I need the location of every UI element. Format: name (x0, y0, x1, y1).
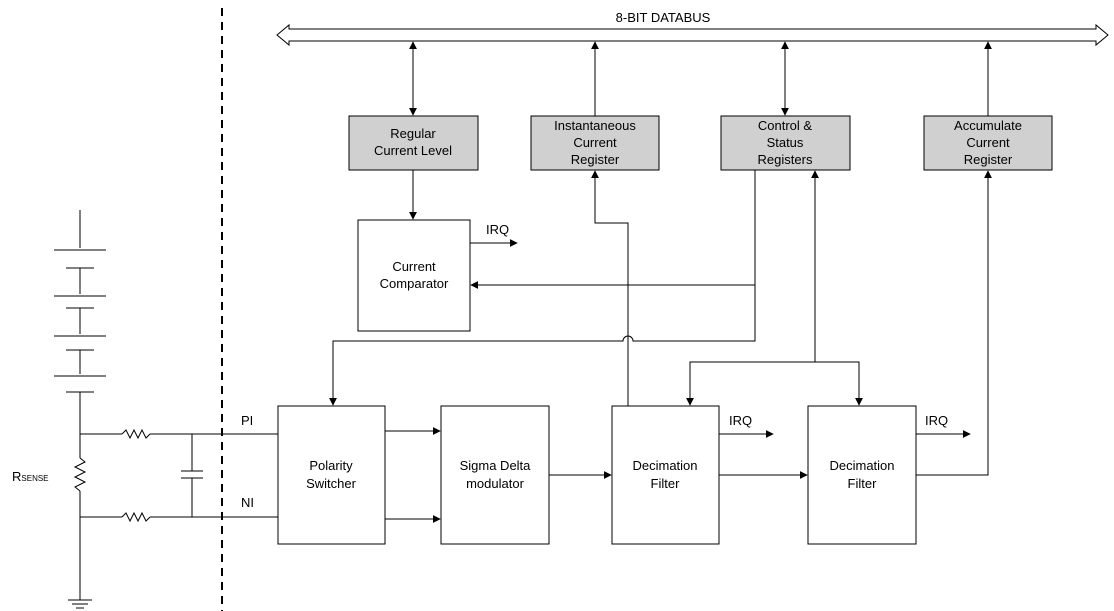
regular-current-level-label-line1: Regular (390, 126, 436, 141)
rsense-main: R (12, 469, 21, 484)
sigma-delta-modulator-block: Sigma Delta modulator (440, 405, 550, 545)
rsense-subscript: SENSE (21, 474, 48, 483)
databus: 8-BIT DATABUS (276, 10, 1109, 47)
sigma-delta-label-line2: modulator (466, 476, 524, 491)
filter2-irq-label: IRQ (925, 413, 948, 428)
regular-current-level-label-line2: Current Level (374, 143, 452, 158)
current-comparator-label-line2: Comparator (380, 276, 449, 291)
decimation-filter-1-block: Decimation Filter (611, 405, 720, 545)
instantaneous-label-line2: Current (573, 135, 617, 150)
ni-input-filter (80, 511, 278, 523)
control-status-label-line1: Control & (758, 118, 813, 133)
regular-current-level-block: Regular Current Level (348, 115, 479, 171)
control-status-registers-block: Control & Status Registers (720, 115, 851, 171)
pi-label: PI (241, 413, 253, 428)
control-status-label-line3: Registers (758, 152, 813, 167)
decimation-filter-1-label-line2: Filter (651, 476, 681, 491)
accumulate-current-register-block: Accumulate Current Register (923, 115, 1053, 171)
accumulate-label-line2: Current (966, 135, 1010, 150)
decimation-filter-2-label-line1: Decimation (829, 458, 894, 473)
polarity-switcher-label-line1: Polarity (309, 458, 353, 473)
accumulate-label-line3: Register (964, 152, 1013, 167)
databus-arrow (276, 23, 1109, 47)
decimation-filter-2-block: Decimation Filter (807, 405, 917, 545)
ground-symbol (68, 599, 92, 609)
databus-label: 8-BIT DATABUS (616, 10, 711, 25)
control-to-filter2-arrow (815, 361, 863, 406)
filter-capacitor (181, 434, 203, 517)
filter2-to-accumulate-arrow (916, 170, 992, 476)
polarity-switcher-label-line2: Switcher (306, 476, 357, 491)
instantaneous-current-register-block: Instantaneous Current Register (530, 115, 660, 171)
control-to-comparator-arrow (470, 170, 756, 289)
accumulate-label-line1: Accumulate (954, 118, 1022, 133)
comparator-irq-label: IRQ (486, 222, 509, 237)
filter1-irq-label: IRQ (729, 413, 752, 428)
ni-label: NI (241, 495, 254, 510)
rsense-label: RSENSE (12, 469, 49, 484)
control-status-label-line2: Status (767, 135, 804, 150)
sigma-delta-label-line1: Sigma Delta (460, 458, 532, 473)
decimation-filter-1-label-line1: Decimation (632, 458, 697, 473)
sense-resistor (73, 392, 87, 600)
instantaneous-label-line3: Register (571, 152, 620, 167)
decimation-filter-2-label-line2: Filter (848, 476, 878, 491)
current-comparator-block: Current Comparator (357, 219, 471, 332)
polarity-switcher-block: Polarity Switcher (277, 405, 386, 545)
instantaneous-label-line1: Instantaneous (554, 118, 636, 133)
battery-stack (54, 210, 106, 393)
filter1-to-instantaneous-arrow (591, 170, 629, 406)
control-to-filter1-arrow (686, 361, 815, 406)
current-comparator-label-line1: Current (392, 259, 436, 274)
pi-input-filter (80, 428, 278, 440)
